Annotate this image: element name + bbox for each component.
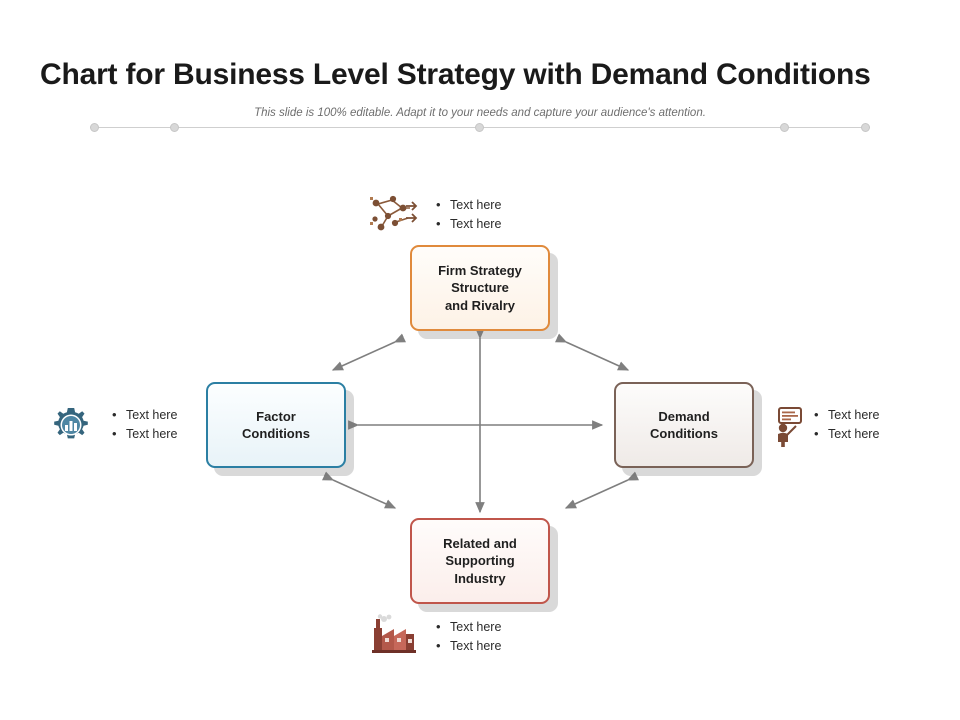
divider-dot — [780, 123, 789, 132]
person-presentation-icon — [772, 406, 804, 453]
arrow-factor-related — [321, 471, 397, 509]
network-nodes-icon — [366, 192, 422, 243]
node-demand-conditions[interactable]: Demand Conditions — [614, 382, 754, 468]
bullet-item: Text here — [436, 636, 502, 656]
node-factor-line1: Factor — [256, 408, 296, 424]
divider — [90, 121, 870, 135]
divider-dot — [475, 123, 484, 132]
node-factor-conditions[interactable]: Factor Conditions — [206, 382, 346, 468]
page-subtitle: This slide is 100% editable. Adapt it to… — [254, 107, 706, 119]
node-firm-line2: Structure — [451, 280, 509, 296]
factory-icon — [370, 614, 418, 659]
arrow-demand-related — [564, 471, 640, 509]
node-demand-line2: Conditions — [650, 426, 718, 441]
gear-chart-icon — [50, 406, 92, 453]
bullet-item: Text here — [814, 405, 880, 425]
node-related-line1: Related and — [443, 536, 517, 552]
arrow-firm-demand — [554, 333, 630, 371]
node-factor-line2: Conditions — [242, 426, 310, 441]
arrow-firm-factor — [331, 333, 407, 371]
divider-dot — [861, 123, 870, 132]
bullets-related: Text here Text here — [434, 617, 502, 656]
bullet-item: Text here — [814, 424, 880, 444]
page-title: Chart for Business Level Strategy with D… — [40, 58, 871, 91]
diagram-canvas: Firm Strategy Structure and Rivalry — [0, 160, 960, 680]
bullets-firm: Text here Text here — [434, 195, 502, 234]
node-demand-line1: Demand — [658, 408, 710, 424]
divider-dot — [170, 123, 179, 132]
bullet-item: Text here — [112, 405, 178, 425]
node-firm-line3: and Rivalry — [444, 297, 516, 313]
bullet-item: Text here — [436, 195, 502, 215]
divider-dot — [90, 123, 99, 132]
bullets-factor: Text here Text here — [110, 405, 178, 444]
node-related-line2: Supporting Industry — [445, 553, 515, 586]
node-related-supporting-industry[interactable]: Related and Supporting Industry — [410, 518, 550, 604]
diagram-arrows — [321, 328, 640, 514]
bullets-demand: Text here Text here — [812, 405, 880, 444]
bullet-item: Text here — [436, 214, 502, 234]
node-firm-strategy[interactable]: Firm Strategy Structure and Rivalry — [410, 245, 550, 331]
bullet-item: Text here — [436, 617, 502, 637]
bullet-item: Text here — [112, 424, 178, 444]
node-firm-line1: Firm Strategy — [438, 263, 522, 279]
